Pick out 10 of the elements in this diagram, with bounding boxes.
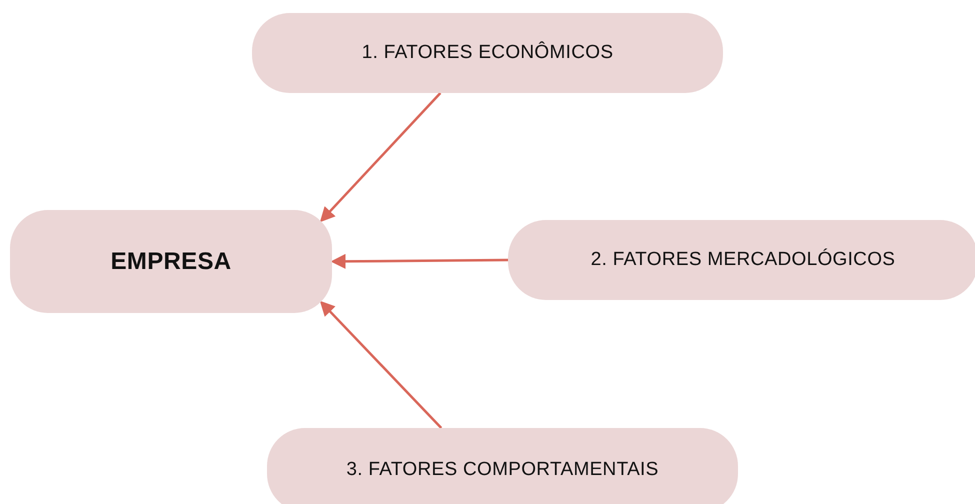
- box-label: EMPRESA: [110, 248, 232, 276]
- arrow: [320, 300, 442, 429]
- rounded-box: [267, 428, 738, 504]
- rounded-box: [10, 210, 332, 313]
- rounded-box: [508, 220, 975, 300]
- box-label: 3. FATORES COMPORTAMENTAIS: [346, 459, 659, 481]
- box-label: 1. FATORES ECONÔMICOS: [362, 42, 614, 64]
- arrow: [330, 254, 508, 269]
- box-label: 2. FATORES MERCADOLÓGICOS: [590, 249, 896, 271]
- arrow: [320, 92, 442, 222]
